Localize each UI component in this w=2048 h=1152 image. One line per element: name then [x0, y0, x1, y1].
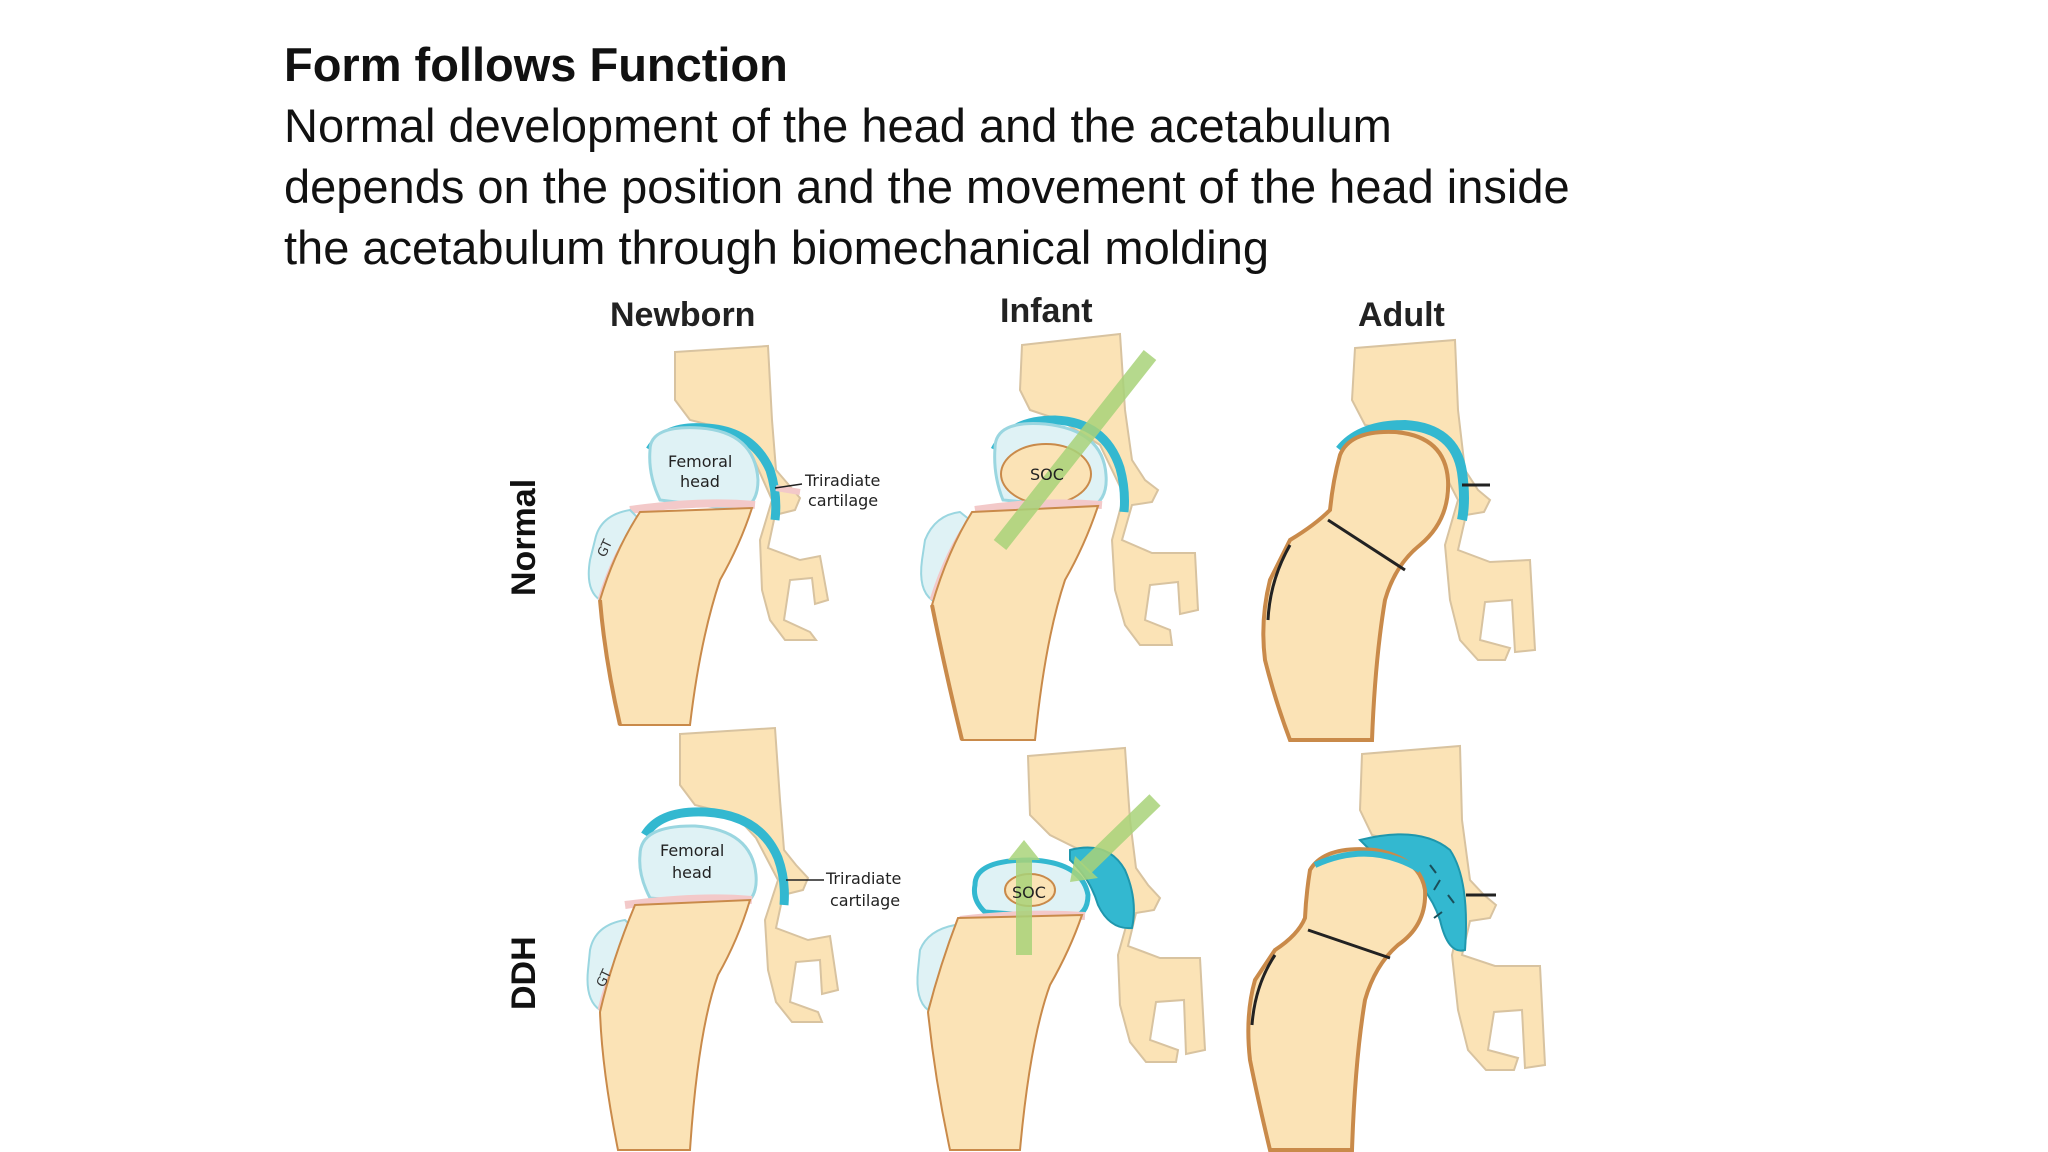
- label-femoral-head-ddh-2: head: [672, 863, 712, 882]
- panel-ddh-infant: SOC: [916, 746, 1207, 1151]
- label-triradiate-ddh-2: cartilage: [830, 891, 900, 910]
- label-triradiate-2: cartilage: [808, 491, 878, 510]
- panel-ddh-newborn: Femoral head Triradiate cartilage GT: [586, 726, 901, 1151]
- label-triradiate-ddh-1: Triradiate: [825, 869, 901, 888]
- label-soc-ddh-infant: SOC: [1012, 883, 1046, 902]
- label-gt-ddh-newborn: GT: [594, 967, 615, 989]
- subtitle-line-1: Normal development of the head and the a…: [284, 99, 1392, 152]
- panel-normal-newborn: Femoral head Triradiate cartilage GT: [587, 344, 880, 726]
- label-soc-normal-infant: SOC: [1030, 465, 1064, 484]
- label-triradiate-1: Triradiate: [804, 471, 880, 490]
- column-label-infant: Infant: [1000, 292, 1093, 330]
- subtitle-line-2: depends on the position and the movement…: [284, 160, 1570, 213]
- panel-normal-infant: SOC: [920, 332, 1200, 741]
- column-label-newborn: Newborn: [610, 296, 755, 334]
- subtitle-line-3: the acetabulum through biomechanical mol…: [284, 221, 1270, 274]
- slide-text-block: Form follows Function Normal development…: [284, 34, 1784, 278]
- label-femoral-head-ddh-1: Femoral: [660, 841, 724, 860]
- row-label-ddh: DDH: [505, 936, 543, 1010]
- slide-title: Form follows Function: [284, 38, 788, 91]
- label-gt-normal-newborn: GT: [595, 537, 616, 559]
- label-femoral-head-2: head: [680, 472, 720, 491]
- panel-normal-adult: [1261, 338, 1537, 742]
- row-label-normal: Normal: [505, 479, 543, 596]
- column-label-adult: Adult: [1358, 296, 1445, 334]
- label-femoral-head-1: Femoral: [668, 452, 732, 471]
- panel-ddh-adult: [1246, 744, 1547, 1152]
